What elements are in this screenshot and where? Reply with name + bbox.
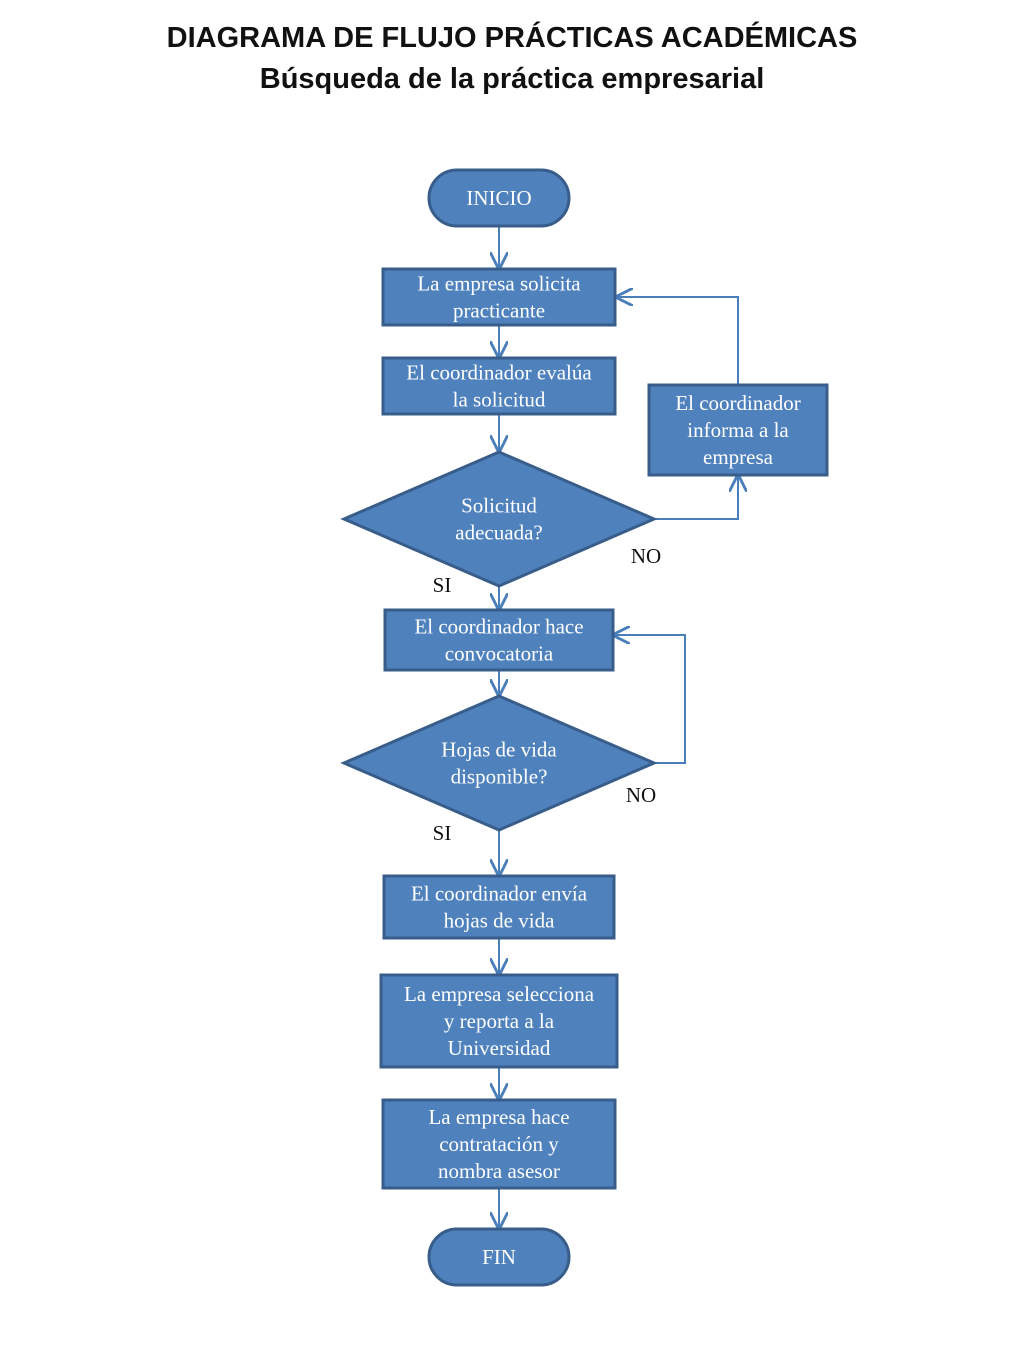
node-label: Universidad bbox=[448, 1036, 551, 1060]
node-informa: El coordinador informa a la empresa bbox=[647, 383, 829, 477]
process-shape bbox=[381, 1098, 617, 1190]
node-label: El coordinador bbox=[675, 391, 800, 415]
edge-label-no: NO bbox=[626, 783, 656, 807]
edge-label-si: SI bbox=[433, 573, 452, 597]
connector-adecuada-to-informa bbox=[654, 476, 738, 520]
process-shape bbox=[382, 874, 616, 940]
decision-shape bbox=[340, 450, 658, 588]
node-envia: El coordinador envía hojas de vida bbox=[382, 874, 616, 940]
node-label: La empresa solicita bbox=[417, 272, 581, 296]
edge-label-no: NO bbox=[631, 544, 661, 568]
node-convocatoria: El coordinador hace convocatoria bbox=[383, 608, 615, 672]
node-label: Hojas de vida bbox=[441, 738, 557, 762]
node-label: INICIO bbox=[466, 186, 531, 210]
process-shape bbox=[379, 973, 619, 1069]
process-shape bbox=[647, 383, 829, 477]
connector-informa-to-solicita bbox=[617, 297, 739, 385]
node-inicio: INICIO bbox=[427, 168, 571, 228]
node-label: El coordinador envía bbox=[411, 882, 588, 906]
node-label: nombra asesor bbox=[438, 1159, 560, 1183]
node-label: adecuada? bbox=[455, 521, 542, 545]
terminal-shape bbox=[427, 168, 571, 228]
terminal-shape bbox=[427, 1227, 571, 1287]
diagram-title: DIAGRAMA DE FLUJO PRÁCTICAS ACADÉMICAS bbox=[166, 22, 858, 54]
node-adecuada: Solicitud adecuada? bbox=[340, 450, 658, 588]
node-label: practicante bbox=[453, 299, 545, 323]
node-contrata: La empresa hace contratación y nombra ases… bbox=[381, 1098, 617, 1190]
node-label: El coordinador evalúa bbox=[406, 361, 592, 385]
diagram-subtitle: Búsqueda de la práctica empresarial bbox=[259, 63, 765, 95]
node-label: convocatoria bbox=[445, 642, 554, 666]
node-label: la solicitud bbox=[453, 388, 546, 412]
node-label: contratación y bbox=[439, 1132, 559, 1156]
node-label: La empresa hace bbox=[428, 1105, 569, 1129]
node-selecciona: La empresa selecciona y reporta a la Unive… bbox=[379, 973, 619, 1069]
node-label: informa a la bbox=[687, 418, 789, 442]
node-label: empresa bbox=[703, 445, 774, 469]
node-label: FIN bbox=[482, 1245, 516, 1269]
node-label: disponible? bbox=[451, 765, 548, 789]
node-label: El coordinador hace bbox=[414, 615, 583, 639]
node-evalua: El coordinador evalúa la solicitud bbox=[381, 356, 617, 416]
node-solicita: La empresa solicita practicante bbox=[381, 267, 617, 327]
connector-hojas-to-convocatoria bbox=[614, 635, 686, 764]
node-label: Solicitud bbox=[461, 494, 537, 518]
process-shape bbox=[383, 608, 615, 672]
node-label: La empresa selecciona bbox=[404, 982, 595, 1006]
edge-label-si: SI bbox=[433, 821, 452, 845]
node-label: hojas de vida bbox=[444, 909, 555, 933]
decision-shape bbox=[340, 694, 658, 832]
node-label: y reporta a la bbox=[444, 1009, 555, 1033]
process-shape bbox=[381, 267, 617, 327]
node-fin: FIN bbox=[427, 1227, 571, 1287]
node-hojas: Hojas de vida disponible? bbox=[340, 694, 658, 832]
process-shape bbox=[381, 356, 617, 416]
